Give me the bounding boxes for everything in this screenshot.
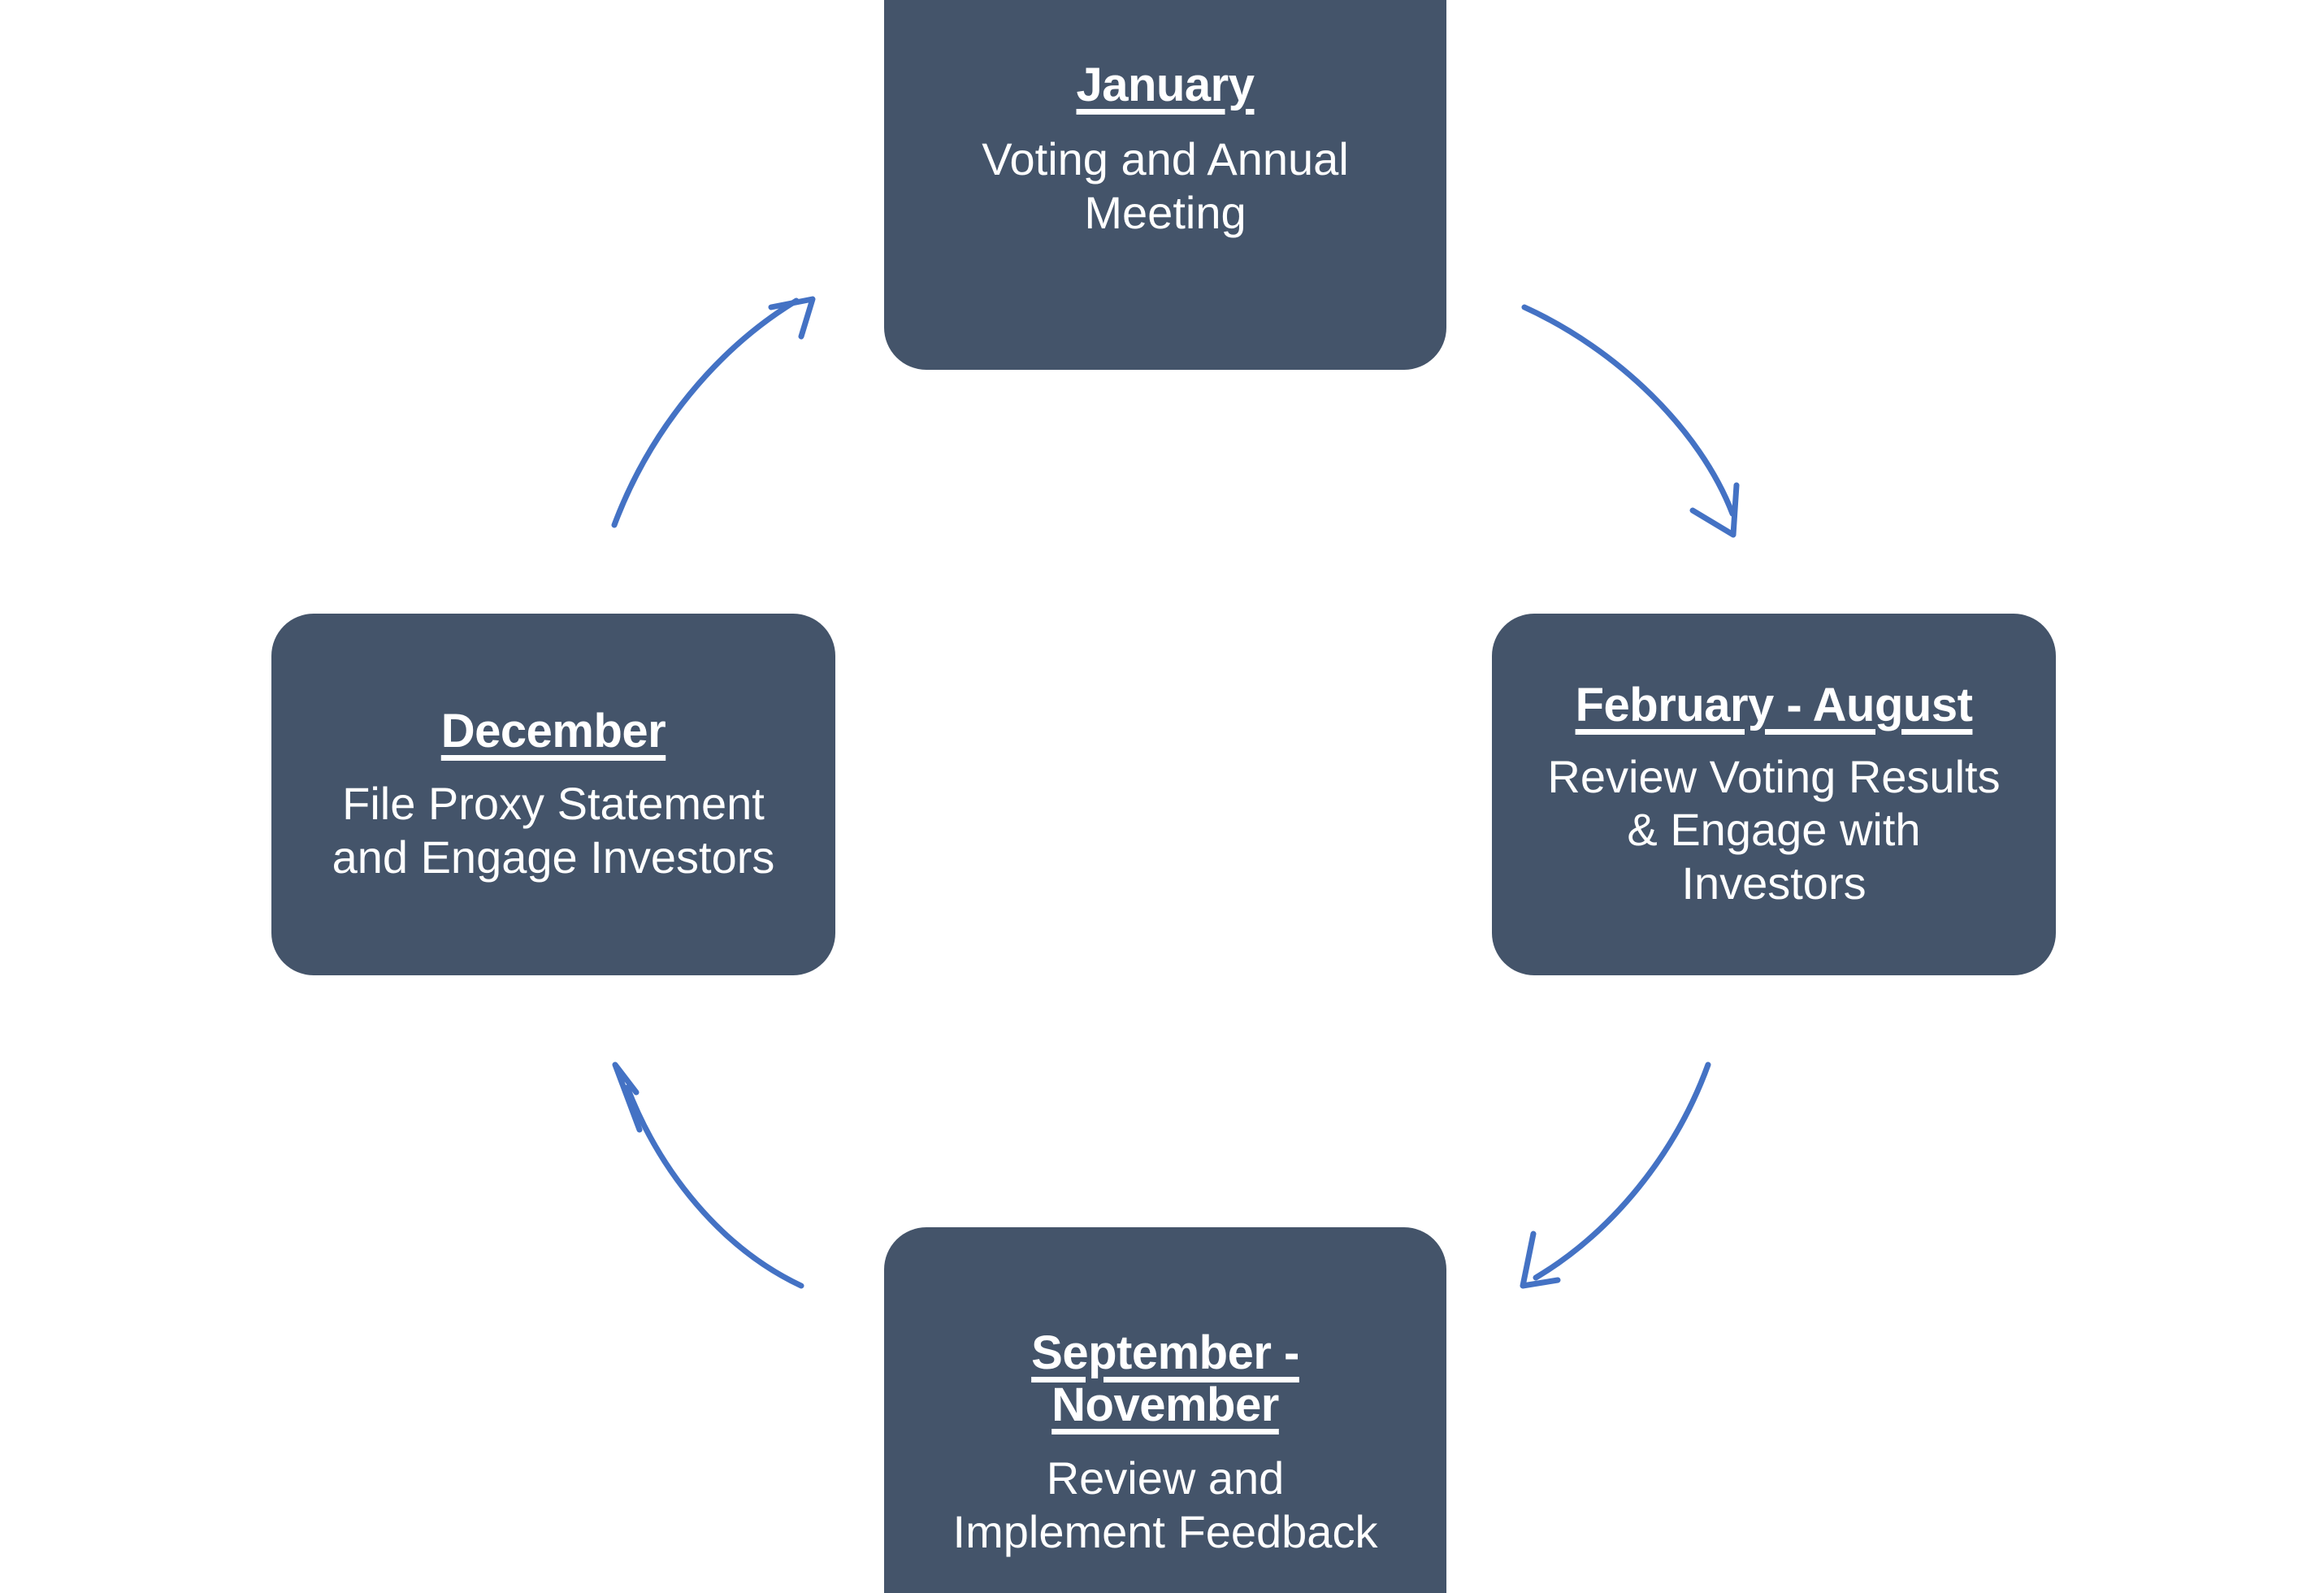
cycle-node-december-body: File Proxy Statement and Engage Investor… [332, 778, 775, 883]
arrow-september-november-to-december [612, 1061, 804, 1289]
cycle-node-january-title: January [1076, 58, 1255, 111]
cycle-node-february-august-body: Review Voting Results & Engage with Inve… [1547, 750, 2001, 909]
cycle-node-september-november-title: September - November [1031, 1326, 1299, 1432]
arrow-january-to-february-august [1521, 304, 1740, 538]
cycle-node-february-august-title: February - August [1575, 678, 1973, 731]
cycle-node-january[interactable]: January Voting and Annual Meeting [884, 0, 1446, 370]
arrow-december-to-january [611, 296, 816, 528]
cycle-node-february-august[interactable]: February - August Review Voting Results … [1492, 614, 2056, 975]
cycle-node-january-body: Voting and Annual Meeting [982, 133, 1349, 238]
cycle-node-december-title: December [440, 704, 666, 757]
cycle-node-september-november-body: Review and Implement Feedback [952, 1452, 1378, 1557]
cycle-node-september-november[interactable]: September - November Review and Implemen… [884, 1227, 1446, 1593]
arrow-february-august-to-september-november [1520, 1061, 1711, 1289]
cycle-node-december[interactable]: December File Proxy Statement and Engage… [271, 614, 835, 975]
